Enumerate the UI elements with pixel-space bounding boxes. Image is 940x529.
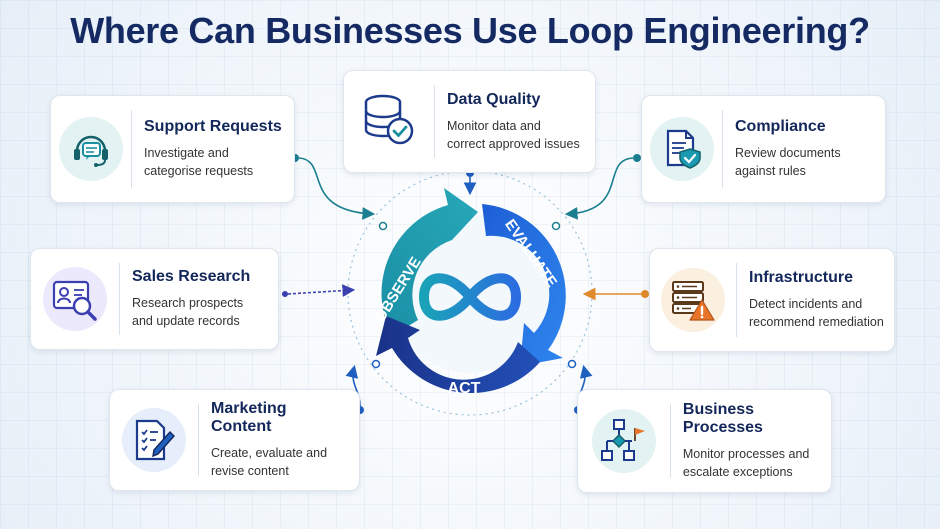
connector-compliance: [564, 154, 641, 220]
card-title: Data Quality: [447, 90, 541, 108]
observe-arc: [381, 188, 478, 336]
card-sales-research[interactable]: Sales Research Research prospects and up…: [30, 248, 279, 350]
card-infrastructure[interactable]: Infrastructure Detect incidents and reco…: [649, 248, 895, 352]
flowchart-flag-icon: [592, 409, 656, 473]
document-pen-icon: [122, 408, 186, 472]
card-title: Compliance: [735, 118, 826, 135]
card-title: Support Requests: [144, 118, 282, 135]
connector-sales: [282, 284, 356, 297]
card-business-processes[interactable]: Business Processes Monitor processes and…: [577, 389, 832, 493]
card-support-requests[interactable]: Support Requests Investigate and categor…: [50, 95, 295, 203]
headset-chat-icon: [59, 117, 123, 181]
server-warning-icon: [661, 268, 725, 332]
document-shield-icon: [650, 117, 714, 181]
card-data-quality[interactable]: Data Quality Monitor data and correct ap…: [343, 70, 596, 173]
card-description: Review documents against rules: [735, 146, 841, 178]
card-title: Sales Research: [132, 268, 251, 285]
card-description: Research prospects and update records: [132, 296, 244, 328]
card-description: Create, evaluate and revise content: [210, 446, 328, 478]
act-label: ACT: [448, 380, 481, 397]
evaluate-arc: [482, 204, 566, 366]
card-description: Monitor processes and escalate exception…: [682, 447, 810, 479]
card-title: Infrastructure: [749, 269, 854, 286]
card-compliance[interactable]: Compliance Review documents against rule…: [641, 95, 886, 203]
card-marketing-content[interactable]: Marketing Content Create, evaluate and r…: [109, 389, 360, 491]
act-arc: [376, 316, 540, 394]
database-check-icon: [361, 91, 417, 152]
card-description: Investigate and categorise requests: [144, 146, 254, 178]
card-description: Detect incidents and recommend remediati…: [749, 297, 884, 329]
card-title: Business Processes: [682, 401, 763, 436]
card-description: Monitor data and correct approved issues: [447, 118, 580, 151]
profile-search-icon: [43, 267, 107, 331]
page-title: Where Can Businesses Use Loop Engineerin…: [70, 10, 870, 51]
connector-infrastructure: [582, 287, 649, 301]
infinity-icon: [419, 273, 521, 321]
card-title: Marketing Content: [210, 400, 287, 435]
